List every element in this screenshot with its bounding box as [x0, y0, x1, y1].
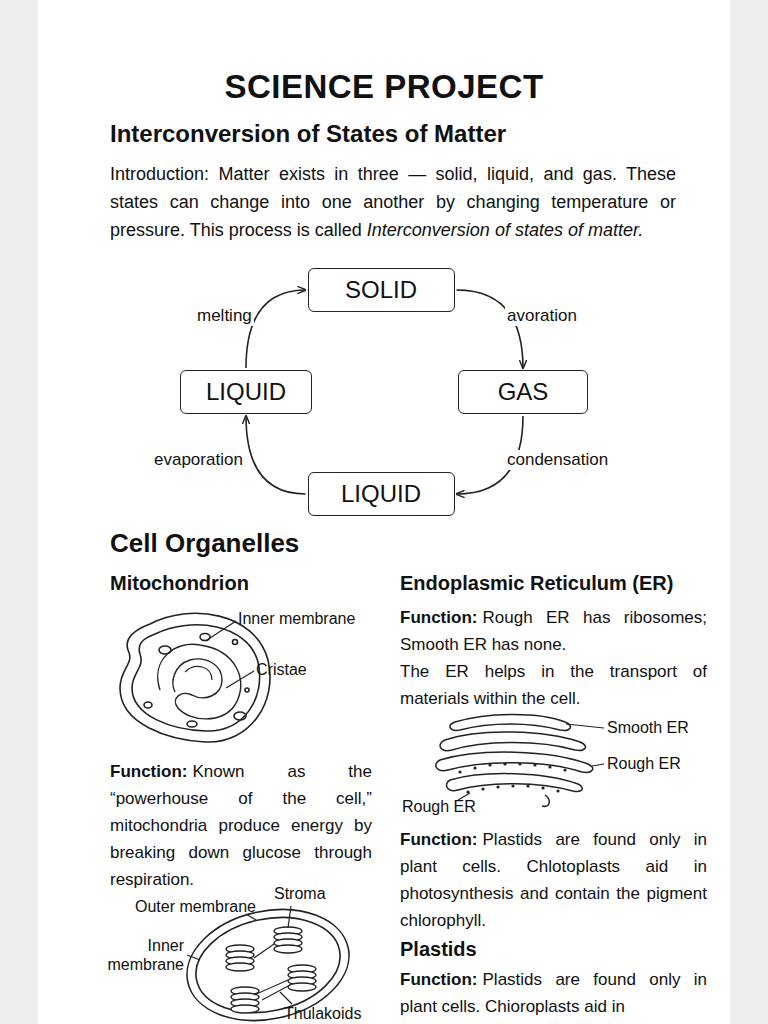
organelle-heading-group: Plastids [400, 938, 700, 961]
state-box: LIQUID [180, 370, 312, 414]
organelle-heading: Endoplasmic Reticulum (ER) [400, 572, 673, 594]
state-name: LIQUID [206, 378, 286, 406]
part-label-group: Cristae [256, 660, 307, 679]
part-label: Inner membrane [108, 937, 184, 973]
state-name: LIQUID [341, 480, 421, 508]
part-label: Inner membrane [238, 610, 355, 627]
part-label-group: Rough ER [607, 754, 681, 773]
page-title: SCIENCE PROJECT [38, 68, 730, 106]
state-name: SOLID [345, 276, 417, 304]
part-label: Stroma [274, 885, 326, 902]
function-text-group: The ER helps in the transport of materia… [400, 658, 707, 712]
intro-paragraph-group: Introduction: Matter exists in three — s… [110, 160, 676, 244]
section-heading: Cell Organelles [110, 528, 299, 558]
part-label-group: Inner membrane [98, 936, 184, 974]
function-text: Function: [110, 762, 187, 781]
part-label: Thulakoids [284, 1005, 361, 1022]
state-box: GAS [458, 370, 588, 414]
state-box: LIQUID [308, 472, 455, 516]
state-box: SOLID [308, 268, 455, 312]
part-label-group: Smooth ER [607, 718, 689, 737]
function-text: Function: [400, 830, 477, 849]
transition-arrow [246, 290, 306, 368]
function-text: The ER helps in the transport of materia… [400, 662, 707, 708]
function-text: Function: [400, 608, 477, 627]
part-label-group: Rough ER [402, 797, 476, 816]
organelle-heading-group: Endoplasmic Reticulum (ER) [400, 572, 720, 595]
part-label-group: Thulakoids [284, 1004, 361, 1023]
mitochondrion-drawing [120, 613, 270, 742]
function-text-group: Function:Rough ER has ribosomes; Smooth … [400, 604, 707, 658]
part-label-group: Stroma [274, 884, 326, 903]
function-text-group: Function:Known as the “powerhouse of the… [110, 758, 372, 893]
edge-label: condensation [505, 450, 610, 470]
er-drawing [436, 715, 604, 807]
organelle-heading: Plastids [400, 938, 477, 960]
function-text-group: Function:Plastids are found only in plan… [400, 966, 707, 1020]
part-label: Outer membrane [135, 898, 256, 915]
intro-paragraph: Interconversion of states of matter. [367, 220, 643, 240]
function-text-group: Function:Plastids are found only in plan… [400, 826, 707, 934]
part-label-group: Inner membrane [238, 609, 355, 628]
organelle-heading: Mitochondrion [110, 572, 249, 594]
section-heading-group: Interconversion of States of Matter [110, 120, 710, 148]
edge-label: avoration [505, 306, 579, 326]
function-text: Function: [400, 970, 477, 989]
part-label-group: Outer membrane [135, 897, 256, 916]
function-text: Known as the “powerhouse of the cell,” m… [110, 762, 372, 889]
part-label: Smooth ER [607, 719, 689, 736]
state-name: GAS [498, 378, 549, 406]
part-label: Cristae [256, 661, 307, 678]
part-label: Rough ER [402, 798, 476, 815]
part-label: Rough ER [607, 755, 681, 772]
edge-label: melting [195, 306, 254, 326]
organelle-heading-group: Mitochondrion [110, 572, 370, 595]
transition-arrow [246, 416, 306, 494]
transition-arrow [457, 290, 524, 368]
section-heading: Interconversion of States of Matter [110, 120, 506, 147]
section-heading-group: Cell Organelles [110, 528, 410, 559]
edge-label: evaporation [152, 450, 245, 470]
